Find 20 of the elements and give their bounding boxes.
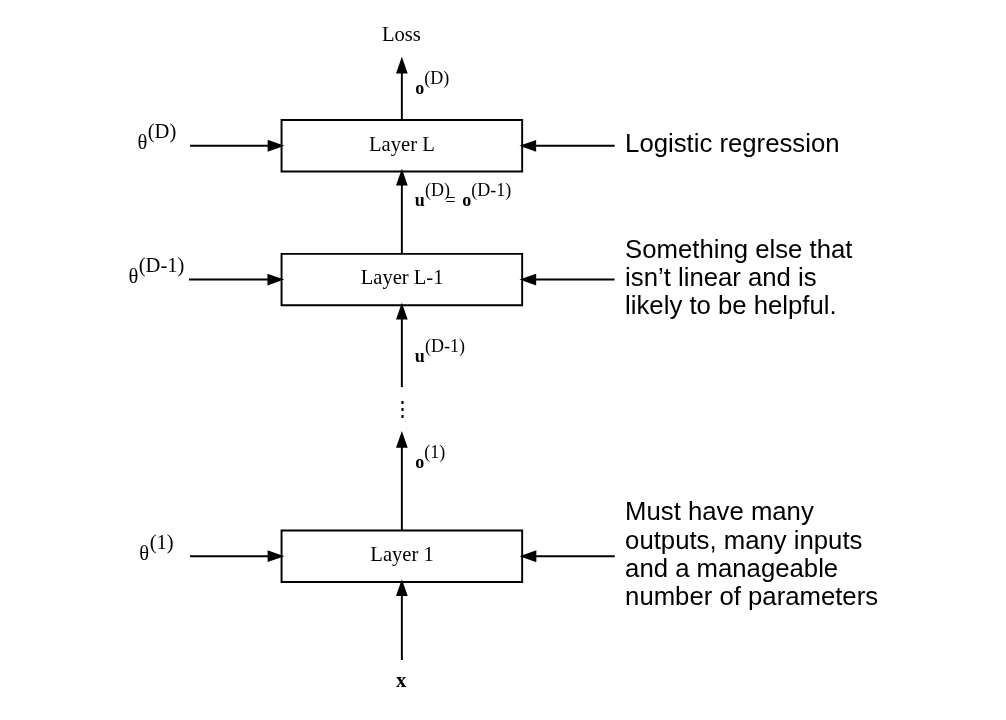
node-box: Layer 1 <box>280 529 523 583</box>
node-text: Something else that isn’t linear and is likely to be helpful. <box>624 234 852 320</box>
arrow <box>395 168 408 255</box>
arrow <box>188 550 284 563</box>
node-text: Must have many outputs, many inputs and a manageable number of parameters <box>624 497 878 611</box>
arrow <box>395 431 408 532</box>
arrow <box>395 302 408 389</box>
arrow <box>187 273 284 286</box>
arrow <box>395 579 408 661</box>
arrow <box>188 139 284 152</box>
node-text: Loss <box>381 23 421 46</box>
node-text: x <box>395 669 406 692</box>
arrow <box>519 550 616 563</box>
node-text: ⋮ <box>391 397 413 420</box>
arrow <box>518 139 616 152</box>
arrow <box>395 56 408 121</box>
node-text: Logistic regression <box>624 129 840 158</box>
node-box: Layer L <box>280 119 523 173</box>
node-box: Layer L-1 <box>280 252 523 307</box>
arrow <box>518 273 616 286</box>
